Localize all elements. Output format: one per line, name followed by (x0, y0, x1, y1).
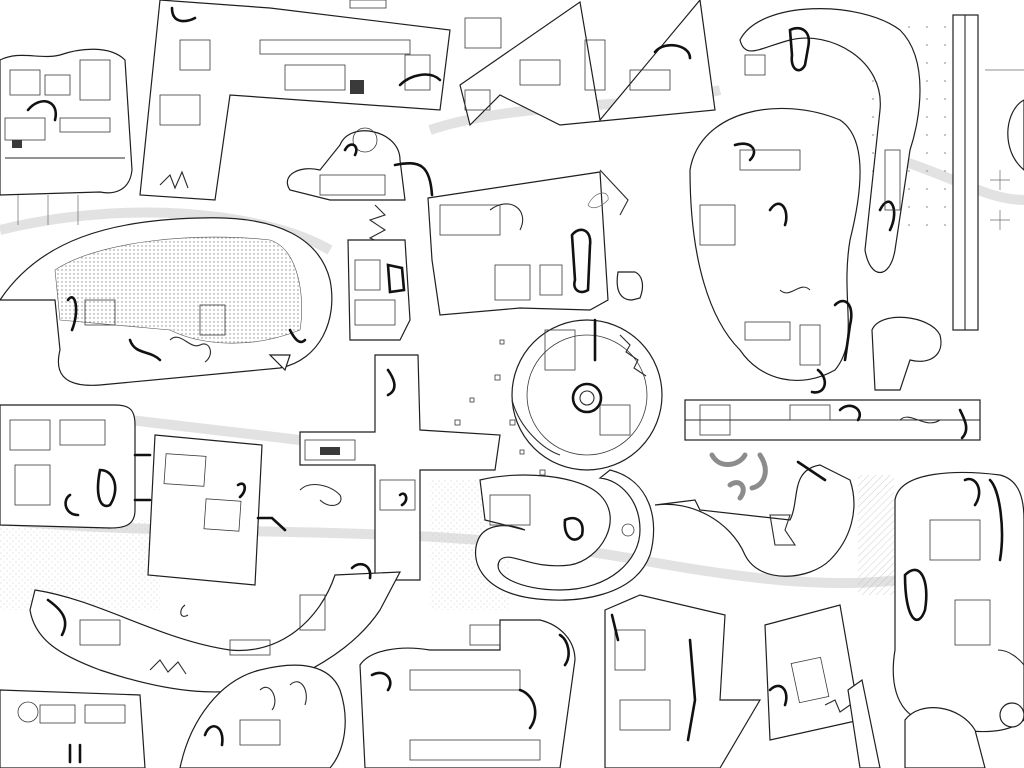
plan-small-leaf (587, 192, 609, 209)
plan-center-angled (427, 169, 629, 316)
scatter-marks (454, 339, 546, 476)
plan-top-left (0, 48, 133, 225)
plan-small-right-oval (871, 316, 942, 391)
plan-small-pill (616, 271, 644, 301)
plan-tilted-square (147, 434, 287, 586)
plan-bottom-right-tilted (604, 594, 762, 768)
plan-top-right-loop (739, 8, 921, 273)
plan-bottom-left-corner (0, 689, 146, 768)
plan-right-band (684, 399, 981, 441)
plan-left-middle (0, 404, 152, 529)
plan-center-rect (347, 239, 411, 341)
gray-glyph-cluster (709, 452, 768, 501)
plan-center-circle (511, 318, 663, 471)
plan-vertical-bar (952, 14, 1024, 331)
plan-center-right-wave (654, 452, 855, 577)
plan-small-top (349, 0, 387, 9)
plan-center-scurve (474, 469, 655, 601)
plan-bottom-right-box (764, 604, 861, 741)
plan-center-cross (299, 354, 501, 581)
plan-right-blob (689, 107, 861, 394)
plan-bottom-right-sliver (847, 678, 986, 768)
zigzag-stair-icon (619, 334, 647, 377)
plan-bottom-center (359, 619, 576, 768)
plan-bottom-organic (179, 664, 346, 768)
plan-right-edge (892, 471, 1024, 733)
bg-dot-field-left (0, 520, 160, 610)
column-grid-icon (17, 195, 79, 225)
column-grid-icon (990, 170, 1010, 230)
plan-center-left (286, 127, 434, 246)
plan-top-angled (139, 0, 451, 201)
spiral-stair-icon (571, 382, 603, 414)
bg-hatch-right (858, 475, 894, 595)
plan-bottom-left-band (29, 562, 402, 693)
plan-top-zigzag (459, 0, 716, 127)
plan-left-blob (0, 217, 333, 386)
plan-small-cross (464, 17, 502, 49)
